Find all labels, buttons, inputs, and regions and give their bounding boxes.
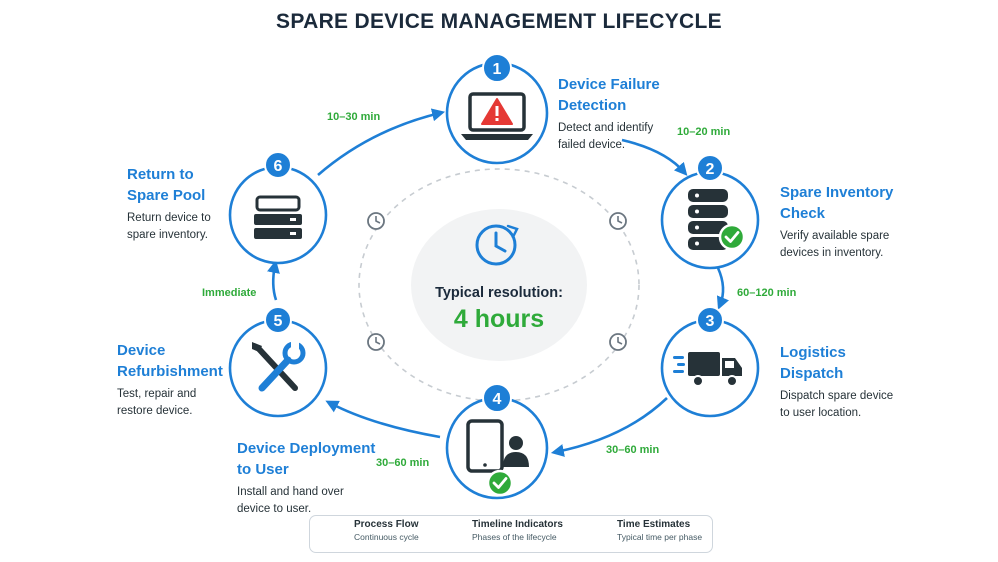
- center-disc: [411, 209, 587, 361]
- flow-arrow-2-3: [716, 267, 729, 310]
- step-1-desc-line-2: failed device.: [558, 139, 626, 151]
- legend-time-subtitle: Typical time per phase: [617, 532, 703, 542]
- resolution-value: 4 hours: [453, 305, 545, 333]
- flow-arrow-6-1: [317, 108, 446, 176]
- step-1-number: 1: [493, 61, 502, 78]
- legend-timeline-title: Timeline Indicators: [472, 519, 563, 530]
- step-4-title-line-2: to User: [237, 461, 289, 478]
- step-6-badge: 6: [264, 151, 292, 179]
- legend-item-timeline-indicators: Timeline Indicators Phases of the lifecy…: [472, 519, 563, 542]
- step-6-title-line-2: Spare Pool: [127, 187, 206, 204]
- page-title: SPARE DEVICE MANAGEMENT LIFECYCLE: [276, 10, 722, 33]
- step-5-badge: 5: [264, 306, 292, 334]
- step-3-badge: 3: [696, 306, 724, 334]
- step-3-label: Logistics Dispatch Dispatch spare device…: [780, 342, 950, 422]
- legend: Process Flow Continuous cycle Timeline I…: [309, 515, 713, 553]
- legend-process-flow-title: Process Flow: [354, 519, 419, 530]
- step-6-desc-line-1: Return device to: [127, 212, 211, 224]
- legend-item-process-flow: Process Flow Continuous cycle: [354, 519, 419, 542]
- step-4-number: 4: [493, 391, 502, 408]
- step-5-title-line-2: Refurbishment: [117, 363, 223, 380]
- step-1-title-line-2: Detection: [558, 97, 627, 114]
- step-4-desc-line-1: Install and hand over: [237, 486, 344, 498]
- step-6-desc-line-2: spare inventory.: [127, 229, 208, 241]
- step-6-title-line-1: Return to: [127, 166, 194, 183]
- timeline-indicator-clock-icon: [609, 333, 627, 351]
- flow-arrow-1-2: [621, 138, 688, 176]
- step-3-number: 3: [706, 313, 715, 330]
- step-2-title-line-1: Spare Inventory: [780, 184, 894, 201]
- delivery-truck-icon: [673, 352, 742, 387]
- flow-arrow-5-6: [267, 259, 280, 301]
- clock-refresh-icon: [475, 224, 519, 266]
- step-2-badge: 2: [696, 154, 724, 182]
- step-4-desc-line-2: device to user.: [237, 503, 312, 515]
- resolution-label: Typical resolution:: [435, 285, 563, 301]
- step-5-title-line-1: Device: [117, 342, 166, 359]
- flow-arrow-3-4: [550, 397, 668, 457]
- step-1-title-line-1: Device Failure: [558, 76, 660, 93]
- step-4-badge: 4: [482, 383, 512, 413]
- step-3-desc-line-2: to user location.: [780, 407, 862, 419]
- time-estimate-6-1: 10–30 min: [327, 111, 381, 123]
- time-estimate-5-6: Immediate: [202, 287, 257, 299]
- laptop-alert-icon: [461, 92, 533, 140]
- step-2-number: 2: [706, 161, 715, 178]
- step-4-label: Device Deployment to User Install and ha…: [237, 438, 407, 518]
- step-6-number: 6: [274, 158, 283, 175]
- timeline-indicator-clock-icon: [367, 212, 385, 230]
- tablet-user-icon: [466, 419, 529, 497]
- wrench-screwdriver-icon: [252, 340, 306, 392]
- step-5-desc-line-1: Test, repair and: [117, 388, 197, 400]
- step-5-desc-line-2: restore device.: [117, 405, 193, 417]
- step-6-label: Return to Spare Pool Return device to sp…: [127, 164, 247, 244]
- step-2-node: [660, 170, 760, 270]
- step-3-title-line-2: Dispatch: [780, 365, 844, 382]
- time-estimate-1-2: 10–20 min: [677, 126, 731, 138]
- legend-timeline-subtitle: Phases of the lifecycle: [472, 532, 557, 542]
- step-1-label: Device Failure Detection Detect and iden…: [558, 74, 698, 154]
- step-2-label: Spare Inventory Check Verify available s…: [780, 182, 950, 262]
- step-5-number: 5: [274, 313, 283, 330]
- legend-process-flow-subtitle: Continuous cycle: [354, 532, 419, 542]
- legend-item-time-estimates: Time Estimates Typical time per phase: [617, 519, 702, 542]
- step-2-desc-line-1: Verify available spare: [780, 230, 890, 242]
- step-1-desc-line-1: Detect and identify: [558, 122, 654, 134]
- step-2-desc-line-2: devices in inventory.: [780, 247, 884, 259]
- step-3-title-line-1: Logistics: [780, 344, 846, 361]
- timeline-indicator-clock-icon: [609, 212, 627, 230]
- step-2-title-line-2: Check: [780, 205, 826, 222]
- storage-stack-icon: [254, 195, 302, 239]
- step-1-badge: 1: [482, 53, 512, 83]
- time-estimate-4-5: 30–60 min: [376, 457, 430, 469]
- time-estimate-3-4: 30–60 min: [606, 444, 660, 456]
- time-estimate-2-3: 60–120 min: [737, 287, 797, 299]
- step-5-label: Device Refurbishment Test, repair and re…: [117, 340, 257, 420]
- flow-arrow-4-5: [325, 400, 441, 439]
- legend-time-title: Time Estimates: [617, 519, 691, 530]
- step-4-title-line-1: Device Deployment: [237, 440, 376, 457]
- server-check-icon: [688, 189, 746, 251]
- timeline-indicator-clock-icon: [367, 333, 385, 351]
- step-3-desc-line-1: Dispatch spare device: [780, 390, 894, 402]
